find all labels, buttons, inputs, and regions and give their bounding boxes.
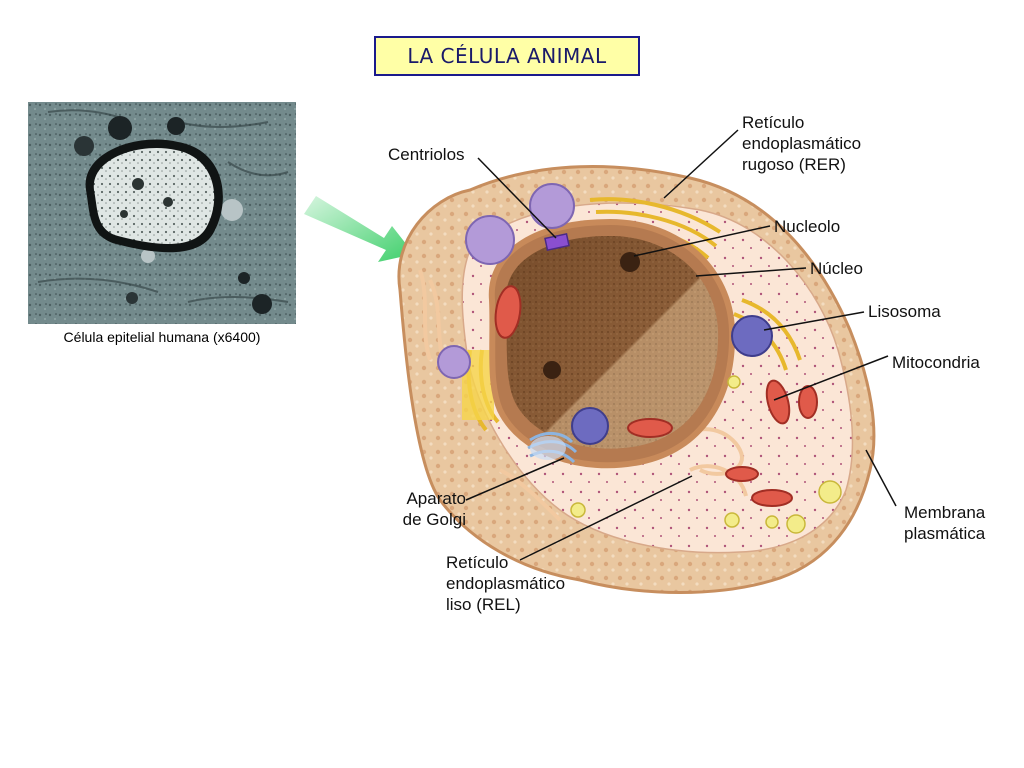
- label-golgi: Aparato de Golgi: [388, 488, 466, 530]
- label-mitocondria: Mitocondria: [892, 353, 980, 372]
- label-rel-line1: Retículo: [446, 553, 509, 572]
- label-rer-line3: rugoso (RER): [742, 155, 846, 174]
- label-membrana: Membrana plasmática: [904, 502, 985, 544]
- micrograph-caption: Célula epitelial humana (x6400): [63, 329, 261, 345]
- label-golgi-line2: de Golgi: [402, 510, 466, 529]
- vesicles: [570, 375, 842, 534]
- leader-lines: [465, 129, 897, 561]
- page-title: LA CÉLULA ANIMAL: [374, 36, 640, 76]
- label-rel-line2: endoplasmático: [446, 574, 566, 593]
- label-golgi-line1: Aparato: [406, 489, 466, 508]
- page-title-text: LA CÉLULA ANIMAL: [407, 44, 607, 68]
- micrograph-image: [28, 102, 296, 324]
- pointer-arrow: [304, 196, 414, 262]
- mitochondria: [494, 285, 818, 507]
- electron-micrograph: [28, 102, 296, 324]
- label-membrana-line1: Membrana: [904, 503, 986, 522]
- label-centriolos: Centriolos: [388, 145, 465, 164]
- label-lisosoma: Lisosoma: [868, 302, 941, 321]
- centriole: [544, 232, 570, 252]
- label-nucleolo: Nucleolo: [774, 217, 841, 236]
- lysosomes: [437, 183, 773, 445]
- label-rer-line2: endoplasmático: [742, 134, 862, 153]
- label-rer: Retículo endoplasmático rugoso (RER): [742, 112, 861, 175]
- label-nucleo: Núcleo: [810, 259, 863, 278]
- nucleolus: [620, 252, 640, 272]
- label-rel-line3: liso (REL): [446, 595, 521, 614]
- label-rer-line1: Retículo: [742, 113, 805, 132]
- label-membrana-line2: plasmática: [904, 524, 986, 543]
- label-rel: Retículo endoplasmático liso (REL): [446, 552, 565, 615]
